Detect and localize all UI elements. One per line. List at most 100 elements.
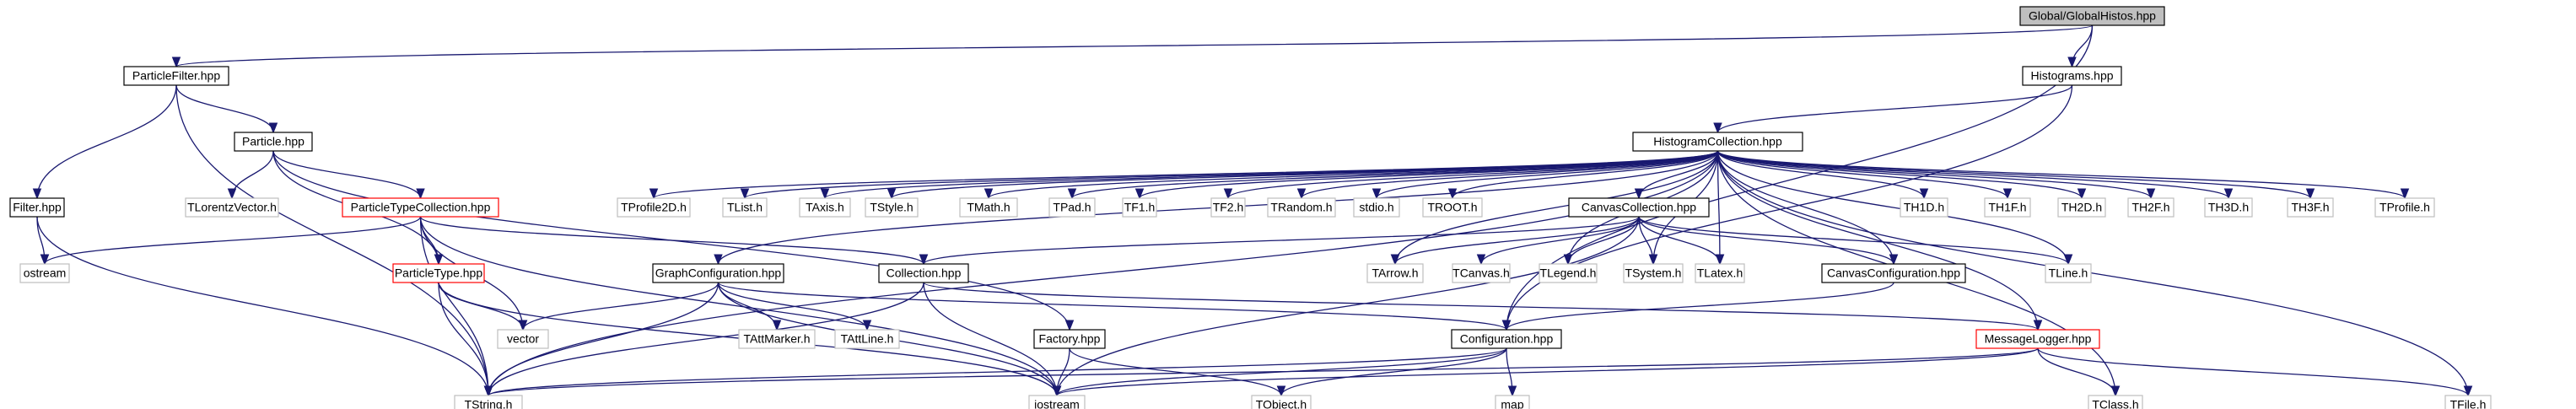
node-label-tmath: TMath.h	[967, 201, 1010, 214]
node-tattmarker: TAttMarker.h	[738, 329, 816, 349]
edge-canvascollection-to-tsystem	[1638, 216, 1653, 264]
edge-canvascollection-to-tcanvas	[1481, 216, 1640, 265]
edge-particlefilter-to-tstring	[175, 84, 488, 396]
node-label-tstring: TString.h	[465, 398, 513, 409]
node-box-tcanvas	[1452, 263, 1511, 283]
node-label-canvasconfiguration: CanvasConfiguration.hpp	[1827, 266, 1960, 280]
edge-histogramcollection-to-th2f	[1716, 150, 2152, 199]
node-label-ostream: ostream	[24, 266, 67, 280]
edge-histogramcollection-to-th1f	[1716, 150, 2008, 199]
node-label-tattmarker: TAttMarker.h	[743, 332, 810, 346]
node-factory[interactable]: Factory.hpp	[1033, 329, 1106, 349]
edge-histogramcollection-to-canvasconfiguration	[1716, 150, 1894, 264]
edge-canvascollection-to-tlegend	[1568, 216, 1640, 265]
node-troot: TROOT.h	[1422, 197, 1483, 218]
node-tf2: TF2.h	[1210, 197, 1246, 218]
node-box-tlegend	[1539, 263, 1598, 283]
node-box-th2d	[2057, 197, 2106, 218]
edge-histogramcollection-to-tprofile2d	[654, 150, 1719, 199]
node-collection[interactable]: Collection.hpp	[878, 263, 969, 283]
node-particle[interactable]: Particle.hpp	[234, 132, 313, 152]
edge-particle-to-tlorentzvector	[232, 150, 274, 199]
node-tstring: TString.h	[454, 395, 523, 409]
node-box-tattmarker	[738, 329, 816, 349]
edge-histogramcollection-to-tlatex	[1718, 150, 1721, 264]
node-histogramcollection[interactable]: HistogramCollection.hpp	[1632, 132, 1803, 152]
node-box-tlatex	[1695, 263, 1745, 283]
node-globalhistos[interactable]: Global/GlobalHistos.hpp	[2019, 6, 2165, 26]
node-ostream: ostream	[19, 263, 70, 283]
node-box-tlist	[722, 197, 768, 218]
node-particletype[interactable]: ParticleType.hpp	[392, 263, 485, 283]
node-box-tobject	[1251, 395, 1312, 409]
edge-canvascollection-to-tlatex	[1638, 216, 1720, 265]
node-trandom: TRandom.h	[1267, 197, 1336, 218]
node-box-tstring	[454, 395, 523, 409]
node-label-collection: Collection.hpp	[887, 266, 962, 280]
edge-histogramcollection-to-tarrow	[1395, 150, 1719, 264]
edge-collection-to-messagelogger	[923, 282, 2038, 331]
node-iostream: iostream	[1028, 395, 1086, 409]
node-label-tlatex: TLatex.h	[1697, 266, 1743, 280]
node-box-tarrow	[1366, 263, 1424, 283]
edge-graphconfiguration-to-configuration	[717, 282, 1507, 331]
node-box-graphconfiguration	[652, 263, 784, 283]
node-box-th1d	[1900, 197, 1948, 218]
edge-collection-to-tstring	[488, 282, 924, 396]
edge-histogramcollection-to-tline	[1716, 150, 2069, 264]
node-label-particle: Particle.hpp	[242, 135, 304, 148]
edge-filter-to-tstring	[36, 216, 488, 396]
edge-messagelogger-to-tstring	[488, 347, 2039, 396]
node-canvasconfiguration[interactable]: CanvasConfiguration.hpp	[1821, 263, 1966, 283]
node-label-particlefilter: ParticleFilter.hpp	[132, 69, 220, 83]
node-box-trandom	[1267, 197, 1336, 218]
node-box-tf2	[1210, 197, 1246, 218]
node-label-tlorentzvector: TLorentzVector.h	[187, 201, 277, 214]
edge-particle-to-particletypecollection	[272, 150, 421, 199]
node-graphconfiguration[interactable]: GraphConfiguration.hpp	[652, 263, 784, 283]
node-label-tf1: TF1.h	[1124, 201, 1156, 214]
node-label-particletype: ParticleType.hpp	[395, 266, 482, 280]
node-taxis: TAxis.h	[799, 197, 851, 218]
node-label-tprofile2d: TProfile2D.h	[621, 201, 687, 214]
node-label-tprofile: TProfile.h	[2379, 201, 2430, 214]
node-tline: TLine.h	[2045, 263, 2092, 283]
node-canvascollection[interactable]: CanvasCollection.hpp	[1568, 197, 1710, 218]
node-box-tprofile2d	[617, 197, 691, 218]
node-box-tsystem	[1623, 263, 1684, 283]
node-label-map: map	[1501, 398, 1523, 409]
node-box-histograms	[2022, 66, 2122, 86]
node-tprofile: TProfile.h	[2374, 197, 2435, 218]
node-label-tlegend: TLegend.h	[1540, 266, 1597, 280]
edge-histogramcollection-to-tf1	[1140, 150, 1719, 199]
node-histograms[interactable]: Histograms.hpp	[2022, 66, 2122, 86]
edge-particletypecollection-to-tstring	[419, 216, 489, 396]
node-filter[interactable]: Filter.hpp	[9, 197, 65, 218]
node-th2d: TH2D.h	[2057, 197, 2106, 218]
node-messagelogger[interactable]: MessageLogger.hpp	[1975, 329, 2100, 349]
node-label-iostream: iostream	[1034, 398, 1080, 409]
node-label-tpad: TPad.h	[1053, 201, 1091, 214]
edge-canvascollection-to-iostream	[1057, 216, 1640, 396]
edge-histogramcollection-to-troot	[1452, 150, 1719, 199]
edge-histogramcollection-to-tlist	[745, 150, 1719, 199]
node-box-iostream	[1028, 395, 1086, 409]
node-vector: vector	[497, 329, 549, 349]
node-box-histogramcollection	[1632, 132, 1803, 152]
node-tfile: TFile.h	[2444, 395, 2492, 409]
edge-canvasconfiguration-to-configuration	[1506, 282, 1894, 331]
node-box-canvasconfiguration	[1821, 263, 1966, 283]
node-box-ostream	[19, 263, 70, 283]
node-particlefilter[interactable]: ParticleFilter.hpp	[123, 66, 229, 86]
edge-histogramcollection-to-tf2	[1228, 150, 1719, 199]
node-th1d: TH1D.h	[1900, 197, 1948, 218]
node-label-tcanvas: TCanvas.h	[1452, 266, 1510, 280]
node-particletypecollection[interactable]: ParticleTypeCollection.hpp	[342, 197, 499, 218]
edge-particletypecollection-to-ostream	[45, 216, 422, 265]
edge-histogramcollection-to-th3d	[1716, 150, 2229, 199]
edge-particletypecollection-to-collection	[419, 216, 924, 265]
node-configuration[interactable]: Configuration.hpp	[1451, 329, 1562, 349]
node-box-tlorentzvector	[185, 197, 279, 218]
edge-graphconfiguration-to-vector	[523, 282, 719, 331]
